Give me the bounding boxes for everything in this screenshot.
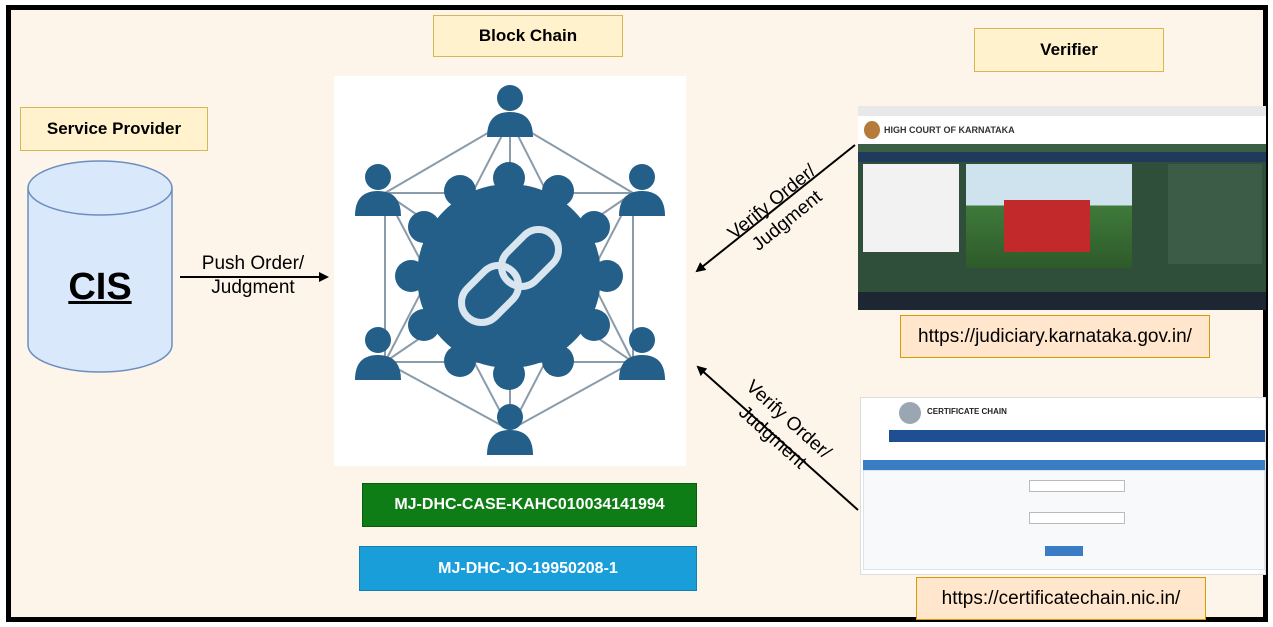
certchain-submit-button [1045,546,1083,556]
push-label-line2: Judgment [211,277,295,298]
certchain-nav [889,430,1265,442]
user-icon-top-left [355,164,401,216]
user-icon-bottom [487,404,533,455]
emblem-icon [864,121,880,139]
site-subnav [858,152,1266,162]
user-icons [355,85,665,455]
site-news-panel [1168,164,1262,264]
certchain-field-2 [1029,512,1125,524]
certchain-field-1 [1029,480,1125,492]
verifier-label: Verifier [974,28,1164,72]
push-label-line1: Push Order/ [201,253,305,274]
block-chain-label: Block Chain [433,15,623,57]
user-icon-bottom-left [355,327,401,380]
user-icon-top [487,85,533,137]
site-nav [858,144,1266,152]
karnataka-site-title: HIGH COURT OF KARNATAKA [884,125,1015,135]
karnataka-website-screenshot: HIGH COURT OF KARNATAKA [858,106,1266,310]
chain-link-icon [458,226,562,326]
browser-bar [858,106,1266,116]
site-hero-image [966,164,1132,268]
case-id-box: MJ-DHC-CASE-KAHC010034141994 [362,483,697,527]
certificatechain-website-screenshot: CERTIFICATE CHAIN [860,397,1266,575]
user-icon-bottom-right [619,327,665,380]
court-building [1004,200,1090,252]
site-footer [858,292,1266,310]
verify-arrow-top [695,144,856,273]
order-id-box: MJ-DHC-JO-19950208-1 [359,546,697,591]
karnataka-url: https://judiciary.karnataka.gov.in/ [900,315,1210,358]
cis-title: CIS [68,266,132,308]
site-sidebar [863,164,959,252]
certchain-site-title: CERTIFICATE CHAIN [927,407,1007,416]
site-header: HIGH COURT OF KARNATAKA [858,116,1266,144]
verify-arrow-bottom [696,365,859,511]
certchain-panel-header [863,460,1265,470]
push-arrow-label: Push Order/ Judgment [178,252,328,300]
service-provider-label: Service Provider [20,107,208,151]
badge-shape [395,162,623,390]
certificatechain-url: https://certificatechain.nic.in/ [916,577,1206,620]
certchain-logo-icon [899,402,921,424]
user-icon-top-right [619,164,665,216]
